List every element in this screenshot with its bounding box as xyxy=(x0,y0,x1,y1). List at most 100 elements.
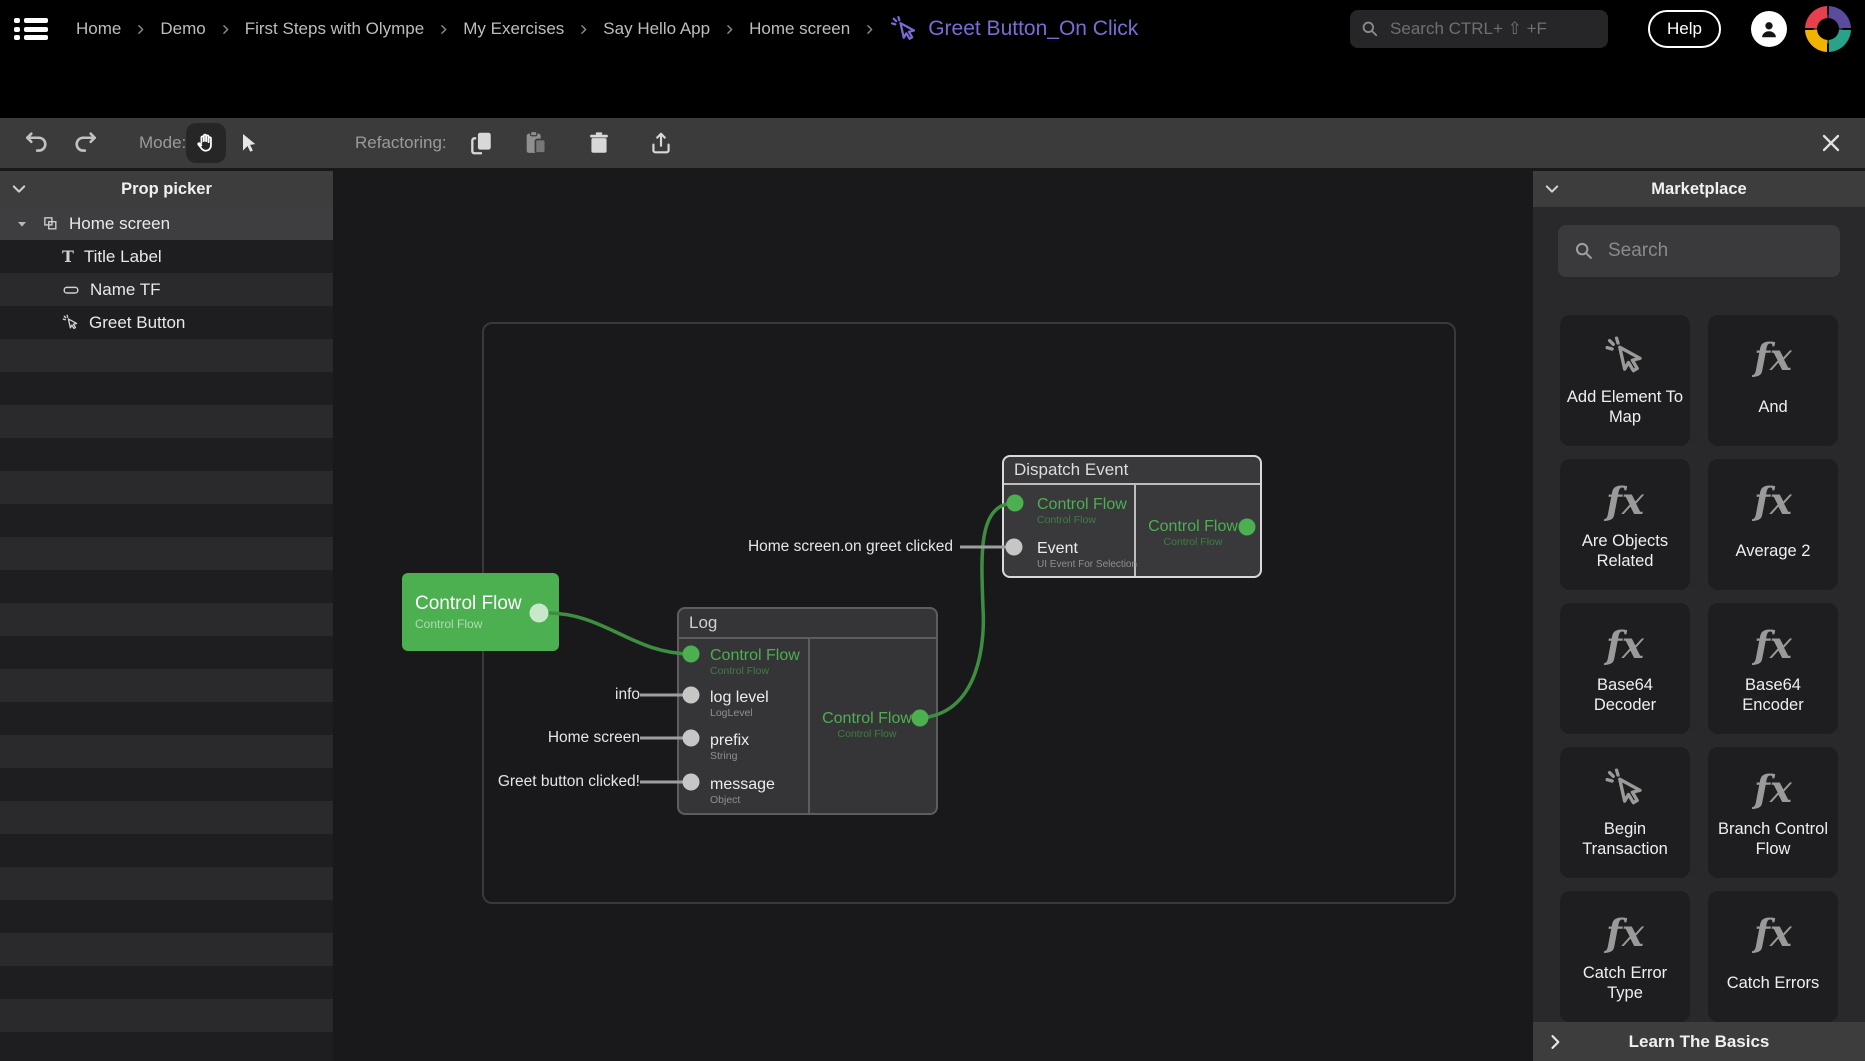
input-control-flow: Control Flow Control Flow xyxy=(1037,495,1127,527)
undo-button[interactable] xyxy=(22,129,50,157)
node-title: Log xyxy=(679,609,936,639)
brick-base64-encoder[interactable]: fx Base64 Encoder xyxy=(1708,603,1838,734)
port-type: Control Flow xyxy=(1163,536,1223,548)
marketplace-title: Marketplace xyxy=(1651,179,1747,198)
brick-catch-error-type[interactable]: fx Catch Error Type xyxy=(1560,891,1690,1022)
action-brick-icon xyxy=(1604,747,1646,809)
value-label-info[interactable]: info xyxy=(615,686,640,703)
brick-label: Add Element To Map xyxy=(1566,387,1684,426)
collapse-panel-icon[interactable] xyxy=(10,180,28,198)
function-brick-icon: fx xyxy=(1606,911,1644,955)
value-label-on-greet-event[interactable]: Home screen.on greet clicked xyxy=(747,538,953,555)
hand-icon xyxy=(197,133,212,152)
brick-average-2[interactable]: fx Average 2 xyxy=(1708,459,1838,590)
input-control-flow: Control Flow Control Flow xyxy=(710,646,800,678)
learn-the-basics-bar[interactable]: Learn The Basics xyxy=(1533,1022,1865,1061)
function-brick-icon: fx xyxy=(1754,911,1792,955)
breadcrumb-home-screen[interactable]: Home screen xyxy=(749,19,851,38)
chevron-right-icon xyxy=(134,23,147,36)
search-icon xyxy=(1360,19,1380,39)
port-name: log level xyxy=(710,689,769,706)
port-name: Control Flow xyxy=(1148,518,1238,535)
user-avatar[interactable] xyxy=(1751,11,1787,47)
breadcrumb-first-steps[interactable]: First Steps with Olympe xyxy=(244,19,425,38)
help-button[interactable]: Help xyxy=(1648,10,1721,48)
collapse-panel-icon[interactable] xyxy=(1543,180,1561,198)
button-icon xyxy=(62,314,79,331)
close-button[interactable] xyxy=(1819,131,1843,155)
global-search-input[interactable] xyxy=(1390,19,1599,39)
brick-branch-control-flow[interactable]: fx Branch Control Flow xyxy=(1708,747,1838,878)
chevron-right-icon[interactable] xyxy=(1545,1032,1565,1052)
tree-item-home-screen[interactable]: Home screen xyxy=(0,207,333,240)
breadcrumb-home[interactable]: Home xyxy=(76,19,122,38)
export-button[interactable] xyxy=(648,130,674,156)
prop-picker-header[interactable]: Prop picker xyxy=(0,171,333,207)
port-type: Object xyxy=(710,794,741,806)
brick-add-element-to-map[interactable]: Add Element To Map xyxy=(1560,315,1690,446)
text-field-icon xyxy=(62,281,80,299)
tree-item-label: Name TF xyxy=(90,279,161,299)
function-brick-icon: fx xyxy=(1754,335,1792,379)
value-label-home-screen[interactable]: Home screen xyxy=(547,729,640,746)
breadcrumb: Home Demo First Steps with Olympe My Exe… xyxy=(76,19,876,39)
input-log-level: log level LogLevel xyxy=(710,688,769,720)
brick-catch-errors[interactable]: fx Catch Errors xyxy=(1708,891,1838,1022)
tree-item-greet-button[interactable]: Greet Button xyxy=(0,306,333,339)
main-menu-icon[interactable] xyxy=(14,16,48,42)
global-search xyxy=(1350,10,1609,48)
paste-button[interactable] xyxy=(522,129,550,157)
input-message: message Object xyxy=(710,775,775,807)
tree-item-label: Greet Button xyxy=(89,312,186,332)
brick-begin-transaction[interactable]: Begin Transaction xyxy=(1560,747,1690,878)
delete-button[interactable] xyxy=(586,130,612,156)
node-divider xyxy=(808,639,810,813)
pan-tool-button[interactable] xyxy=(186,123,226,163)
node-title: Dispatch Event xyxy=(1004,457,1260,485)
breadcrumb-say-hello-app[interactable]: Say Hello App xyxy=(603,19,711,38)
breadcrumb-my-exercises[interactable]: My Exercises xyxy=(463,19,565,38)
port-name: Control Flow xyxy=(822,710,912,727)
top-bar: Home Demo First Steps with Olympe My Exe… xyxy=(0,0,1865,118)
input-event: Event UI Event For Selection xyxy=(1037,539,1137,571)
caret-down-icon[interactable] xyxy=(14,216,30,232)
search-icon xyxy=(1573,240,1595,262)
brick-and[interactable]: fx And xyxy=(1708,315,1838,446)
port-type: LogLevel xyxy=(710,707,753,719)
function-brick-icon: fx xyxy=(1606,623,1644,667)
editor-toolbar: Mode: Refactoring: xyxy=(0,118,1865,168)
value-label-greet-clicked[interactable]: Greet button clicked! xyxy=(497,773,640,790)
select-tool-button[interactable] xyxy=(236,131,260,155)
node-control-flow[interactable]: Control Flow Control Flow xyxy=(402,573,559,651)
marketplace-panel: Marketplace Add Element To Map fx And fx… xyxy=(1533,171,1865,1061)
tree-item-title-label[interactable]: T Title Label xyxy=(0,240,333,273)
olympe-logo[interactable] xyxy=(1805,6,1851,52)
node-dispatch-event[interactable]: Dispatch Event Control Flow Control Flow… xyxy=(1002,455,1262,578)
redo-icon xyxy=(75,132,97,152)
marketplace-search xyxy=(1558,225,1840,277)
logic-canvas[interactable]: info Home screen Greet button clicked! H… xyxy=(333,168,1533,1061)
copy-button[interactable] xyxy=(468,129,496,157)
node-log[interactable]: Log Control Flow Control Flow log level … xyxy=(677,607,938,815)
marketplace-search-input[interactable] xyxy=(1608,240,1825,262)
marketplace-header[interactable]: Marketplace xyxy=(1533,171,1865,207)
brick-base64-decoder[interactable]: fx Base64 Decoder xyxy=(1560,603,1690,734)
port-name: Event xyxy=(1037,540,1078,557)
chevron-right-icon xyxy=(863,23,876,36)
redo-button[interactable] xyxy=(72,129,100,157)
input-prefix: prefix String xyxy=(710,731,749,763)
tree-item-name-tf[interactable]: Name TF xyxy=(0,273,333,306)
brick-label: Average 2 xyxy=(1735,541,1811,560)
port-type: Control Flow xyxy=(1037,514,1096,526)
brick-label: Catch Errors xyxy=(1726,973,1820,992)
undo-icon xyxy=(25,132,47,152)
person-icon xyxy=(1762,22,1776,38)
prop-picker-title: Prop picker xyxy=(121,179,212,198)
arrow-cursor-icon xyxy=(243,134,256,152)
brick-are-objects-related[interactable]: fx Are Objects Related xyxy=(1560,459,1690,590)
breadcrumb-demo[interactable]: Demo xyxy=(160,19,206,38)
prop-picker-panel: Prop picker Home screen T Title Label Na… xyxy=(0,171,333,1061)
port-name: Control Flow xyxy=(710,647,800,664)
function-brick-icon: fx xyxy=(1606,479,1644,523)
